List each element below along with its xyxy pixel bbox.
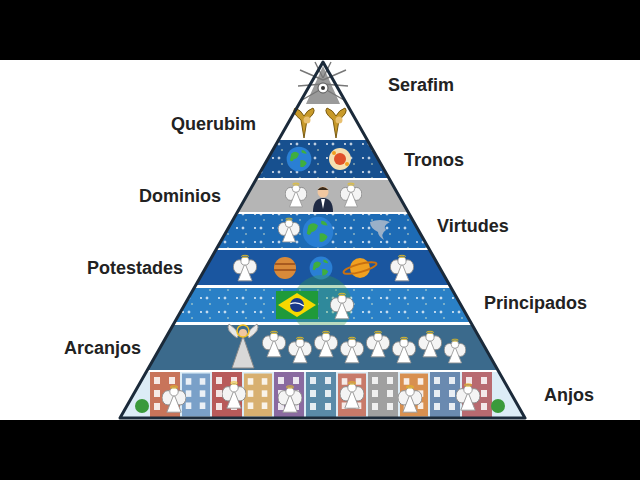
rank-label: Arcanjos	[64, 337, 141, 359]
planet	[274, 257, 296, 279]
rank-label: Potestades	[87, 257, 183, 279]
anjos-band	[120, 372, 525, 418]
virtudes-band	[217, 214, 429, 248]
tornado	[370, 220, 390, 240]
serafim-figure	[297, 62, 349, 108]
archangel	[228, 324, 258, 368]
rank-label: Querubim	[171, 113, 256, 135]
querubim-figures	[294, 108, 346, 138]
top-bar	[0, 0, 640, 60]
rank-label: Anjos	[544, 384, 594, 406]
bottom-bar	[0, 420, 640, 480]
saturn	[350, 258, 370, 278]
rank-label: Virtudes	[437, 215, 509, 237]
rank-label: Dominios	[139, 185, 221, 207]
rank-label: Tronos	[404, 149, 464, 171]
dominios-band	[238, 180, 409, 212]
city	[135, 372, 505, 418]
pyramid-outline	[120, 62, 525, 418]
man-in-suit	[313, 187, 333, 213]
rank-label: Serafim	[388, 74, 454, 96]
brazil-flag	[276, 291, 318, 319]
arcanjos-band	[147, 325, 497, 370]
rank-label: Principados	[484, 292, 587, 314]
star-burst	[329, 148, 351, 170]
